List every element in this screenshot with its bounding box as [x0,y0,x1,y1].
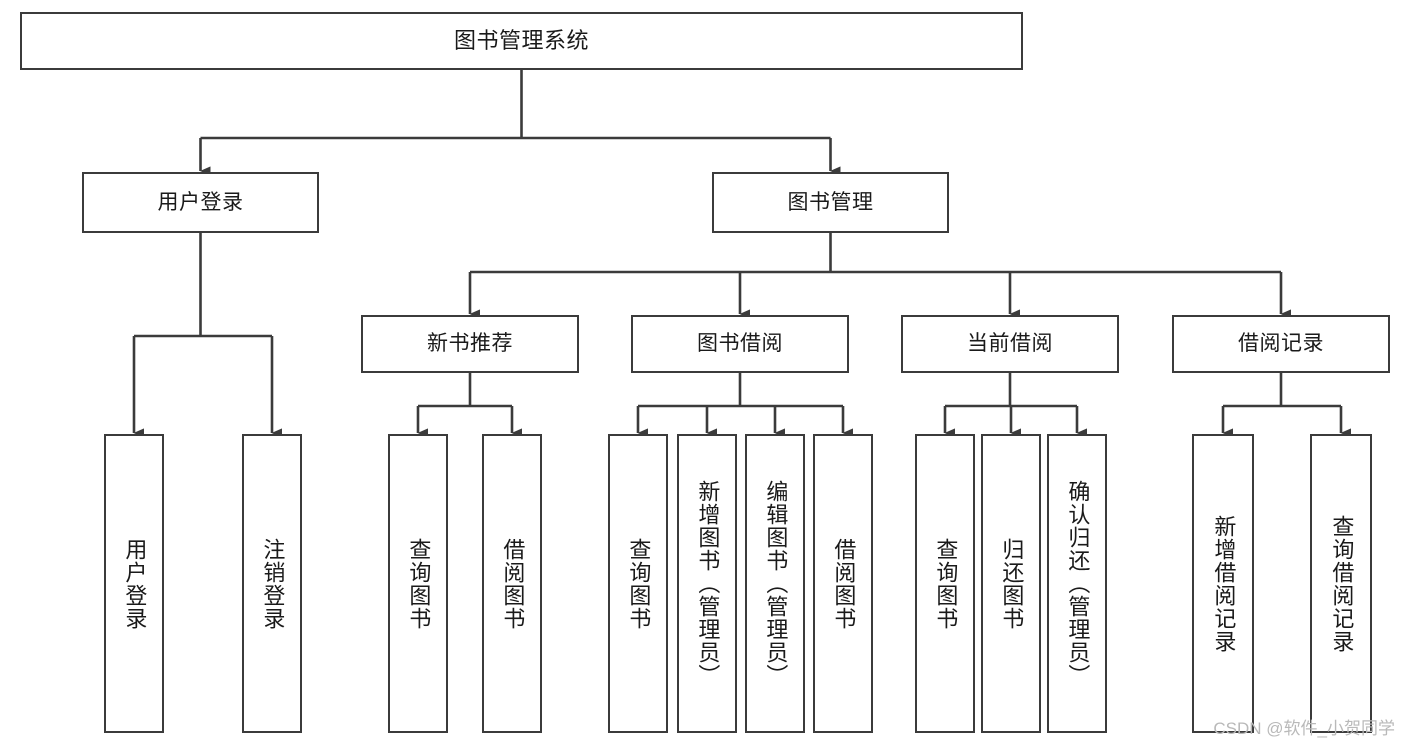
node-label: 借阅图书 [500,537,526,630]
node-label: 查询图书 [626,537,652,630]
node-label: 归还图书 [999,537,1025,630]
node-label: 查询图书 [406,537,432,630]
leaf-records-query-record[interactable]: 查询借阅记录 [1310,434,1372,733]
leaf-borrow-borrow-book[interactable]: 借阅图书 [813,434,873,733]
node-label: 当前借阅 [967,332,1053,356]
node-root-book-management-system[interactable]: 图书管理系统 [20,12,1023,70]
leaf-current-confirm-return-admin[interactable]: 确认归还（管理员） [1047,434,1107,733]
watermark: CSDN @软件_小贺同学 [1213,719,1395,738]
node-label: 新增借阅记录 [1211,514,1237,653]
node-label: 注销登录 [260,537,286,630]
leaf-new-books-borrow-book[interactable]: 借阅图书 [482,434,542,733]
leaf-new-books-query-book[interactable]: 查询图书 [388,434,448,733]
node-label: 编辑图书（管理员） [763,480,789,687]
leaf-current-return-book[interactable]: 归还图书 [981,434,1041,733]
leaf-current-query-book[interactable]: 查询图书 [915,434,975,733]
node-label: 用户登录 [122,537,148,630]
leaf-user-login[interactable]: 用户登录 [104,434,164,733]
node-label: 图书借阅 [697,332,783,356]
node-label: 查询图书 [933,537,959,630]
node-label: 确认归还（管理员） [1065,480,1091,687]
leaf-user-logout[interactable]: 注销登录 [242,434,302,733]
node-label: 新增图书（管理员） [695,480,721,687]
node-borrowing-records[interactable]: 借阅记录 [1172,315,1390,373]
leaf-borrow-query-book[interactable]: 查询图书 [608,434,668,733]
leaf-borrow-edit-book-admin[interactable]: 编辑图书（管理员） [745,434,805,733]
leaf-records-add-record[interactable]: 新增借阅记录 [1192,434,1254,733]
node-label: 图书管理系统 [453,28,589,54]
node-new-book-recommendation[interactable]: 新书推荐 [361,315,579,373]
node-label: 借阅图书 [831,537,857,630]
node-label: 用户登录 [157,190,244,214]
node-book-borrowing[interactable]: 图书借阅 [631,315,849,373]
node-current-borrowing[interactable]: 当前借阅 [901,315,1119,373]
leaf-borrow-add-book-admin[interactable]: 新增图书（管理员） [677,434,737,733]
node-book-management[interactable]: 图书管理 [712,172,949,233]
node-label: 图书管理 [787,190,874,214]
node-label: 借阅记录 [1238,332,1324,356]
node-label: 查询借阅记录 [1329,514,1355,653]
node-user-login[interactable]: 用户登录 [82,172,319,233]
node-label: 新书推荐 [427,332,513,356]
